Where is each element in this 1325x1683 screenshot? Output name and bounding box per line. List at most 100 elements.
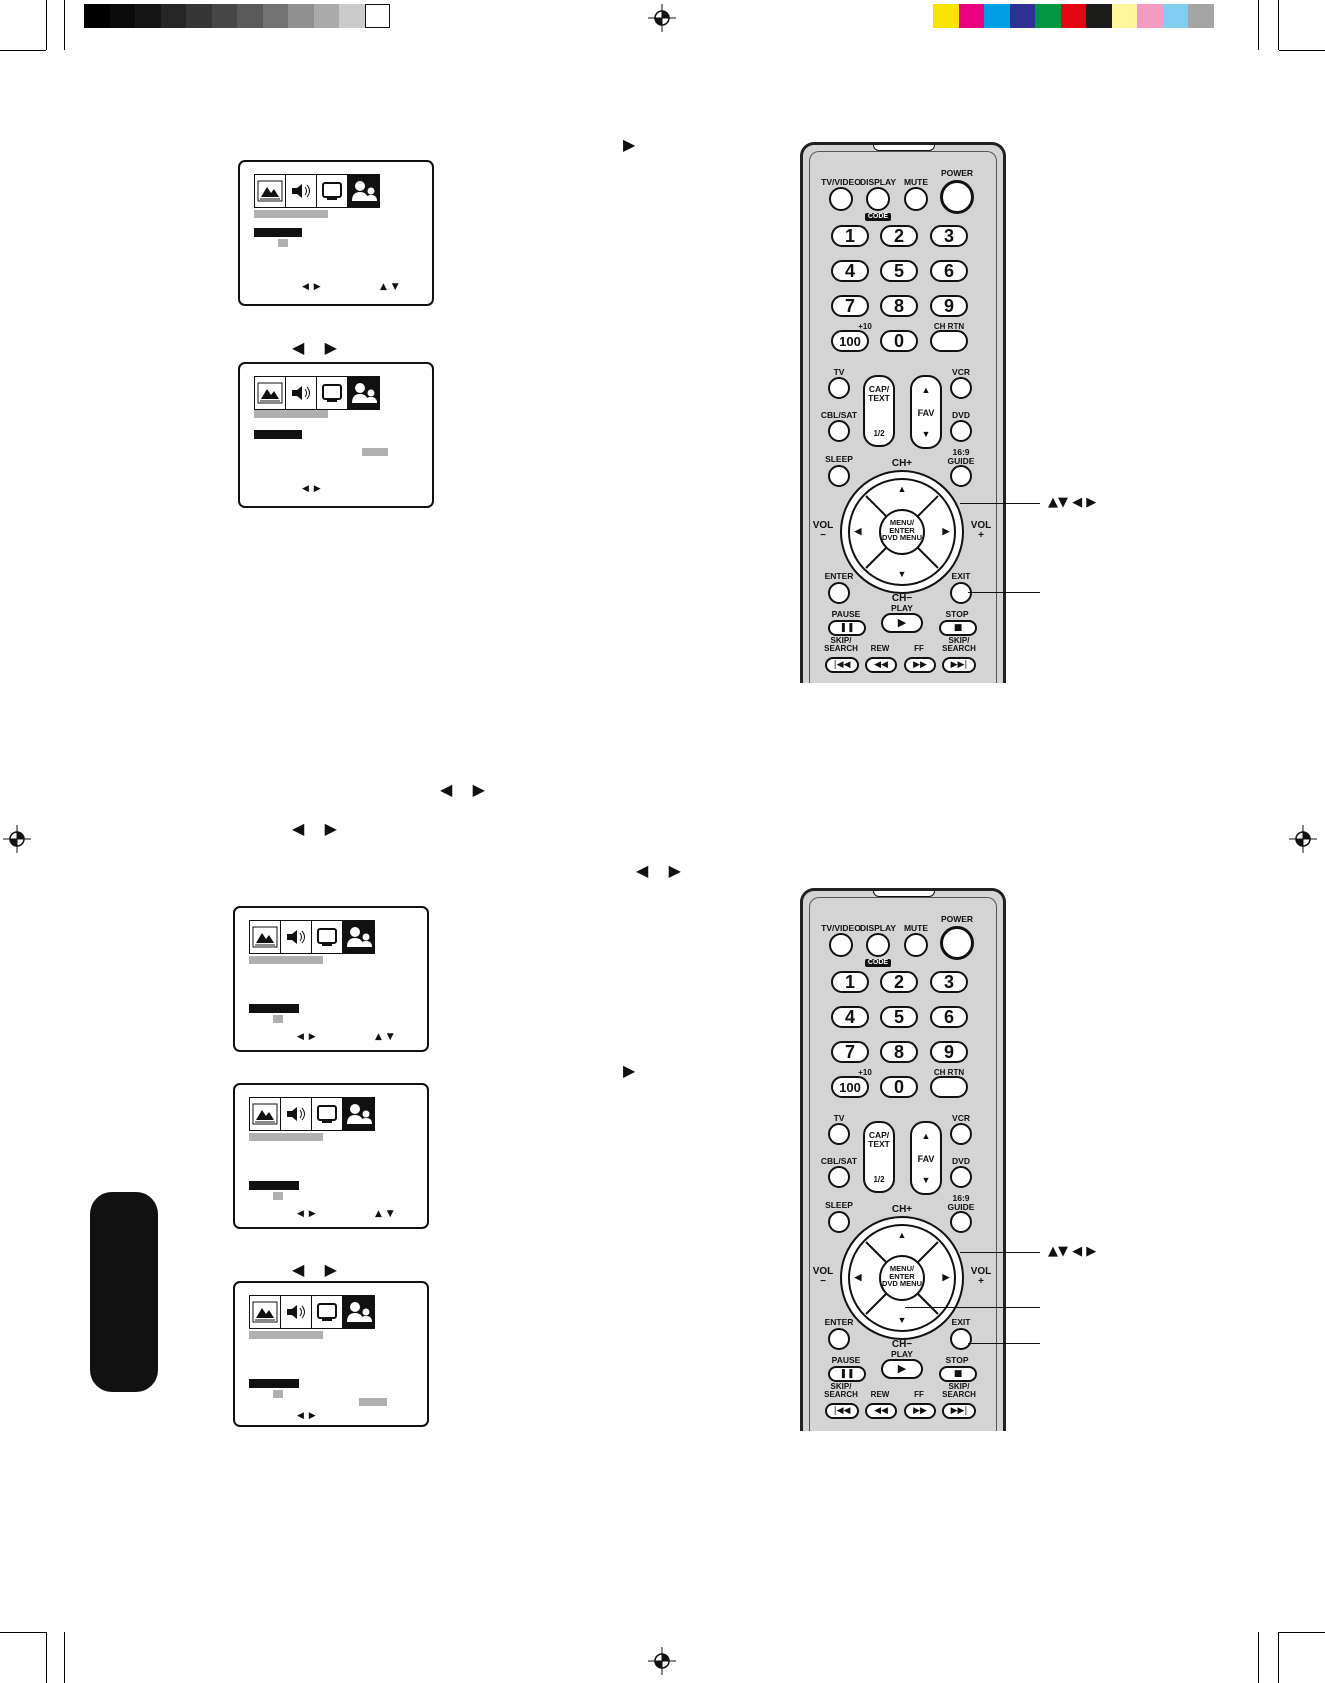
registration-mark xyxy=(3,825,31,853)
menu-enter-button[interactable] xyxy=(879,1255,925,1301)
ff-button[interactable]: ▶▶ xyxy=(904,1403,936,1419)
stop-button[interactable]: ■ xyxy=(939,620,977,636)
pause-button[interactable]: ❚❚ xyxy=(828,1366,866,1382)
right-arrow: ▶ xyxy=(623,135,636,154)
number-9-button[interactable]: 9 xyxy=(930,295,968,317)
number-6-button[interactable]: 6 xyxy=(930,260,968,282)
power-button[interactable] xyxy=(940,926,974,960)
audio-icon xyxy=(281,921,312,953)
number-100-button[interactable]: 100 xyxy=(831,1076,869,1098)
code-label: CODE xyxy=(865,959,891,967)
skip-back-button[interactable]: |◀◀ xyxy=(825,657,859,673)
fav-rocker[interactable] xyxy=(910,375,942,449)
color-swatch xyxy=(1111,4,1137,28)
number-5-button[interactable]: 5 xyxy=(880,260,918,282)
ch-rtn-button[interactable] xyxy=(930,330,968,352)
tv-button[interactable] xyxy=(828,377,850,399)
tv-video-button[interactable] xyxy=(829,933,853,957)
skip-forward-button[interactable]: ▶▶| xyxy=(942,657,976,673)
number-9-button[interactable]: 9 xyxy=(930,1041,968,1063)
ff-button[interactable]: ▶▶ xyxy=(904,657,936,673)
number-5-button[interactable]: 5 xyxy=(880,1006,918,1028)
pause-label: PAUSE xyxy=(831,609,861,619)
number-1-button[interactable]: 1 xyxy=(831,225,869,247)
number-8-button[interactable]: 8 xyxy=(880,1041,918,1063)
tv-video-button[interactable] xyxy=(829,187,853,211)
cbl-sat-label: CBL/SAT xyxy=(820,1156,858,1166)
cap-text-button[interactable] xyxy=(863,375,895,447)
exit-button[interactable] xyxy=(950,582,972,604)
code-label: CODE xyxy=(865,213,891,221)
sleep-label: SLEEP xyxy=(825,1200,853,1210)
fav-rocker[interactable] xyxy=(910,1121,942,1195)
cbl-sat-button[interactable] xyxy=(828,420,850,442)
number-3-button[interactable]: 3 xyxy=(930,971,968,993)
power-button[interactable] xyxy=(940,180,974,214)
fav-up-icon: ▲ xyxy=(921,385,931,395)
skip-search-left-label: SKIP/ SEARCH xyxy=(824,1382,858,1399)
enter-label: ENTER xyxy=(824,1317,854,1327)
menu-label: MENU/ ENTER DVD MENU xyxy=(881,518,923,542)
menu-icon-bar xyxy=(249,1295,375,1329)
number-2-button[interactable]: 2 xyxy=(880,225,918,247)
sleep-button[interactable] xyxy=(828,1211,850,1233)
mute-button[interactable] xyxy=(904,187,928,211)
guide-button[interactable] xyxy=(950,1211,972,1233)
crop-mark xyxy=(64,1632,65,1683)
color-swatch xyxy=(1086,4,1112,28)
vcr-button[interactable] xyxy=(950,377,972,399)
number-2-button[interactable]: 2 xyxy=(880,971,918,993)
color-swatch xyxy=(958,4,984,28)
number-8-button[interactable]: 8 xyxy=(880,295,918,317)
skip-forward-button[interactable]: ▶▶| xyxy=(942,1403,976,1419)
number-3-button[interactable]: 3 xyxy=(930,225,968,247)
vcr-label: VCR xyxy=(952,1113,970,1123)
ch-rtn-button[interactable] xyxy=(930,1076,968,1098)
number-100-button[interactable]: 100 xyxy=(831,330,869,352)
enter-button[interactable] xyxy=(828,582,850,604)
number-4-button[interactable]: 4 xyxy=(831,1006,869,1028)
mute-button[interactable] xyxy=(904,933,928,957)
number-4-button[interactable]: 4 xyxy=(831,260,869,282)
grey-swatch xyxy=(313,4,339,28)
tv-button[interactable] xyxy=(828,1123,850,1145)
number-7-button[interactable]: 7 xyxy=(831,295,869,317)
number-0-button[interactable]: 0 xyxy=(880,330,918,352)
display-button[interactable] xyxy=(866,187,890,211)
sleep-button[interactable] xyxy=(828,465,850,487)
number-6-button[interactable]: 6 xyxy=(930,1006,968,1028)
number-7-button[interactable]: 7 xyxy=(831,1041,869,1063)
exit-button[interactable] xyxy=(950,1328,972,1350)
number-0-button[interactable]: 0 xyxy=(880,1076,918,1098)
cbl-sat-button[interactable] xyxy=(828,1166,850,1188)
locks-icon xyxy=(343,921,374,953)
fav-up-icon: ▲ xyxy=(921,1131,931,1141)
skip-back-button[interactable]: |◀◀ xyxy=(825,1403,859,1419)
rew-button[interactable]: ◀◀ xyxy=(865,657,897,673)
vcr-button[interactable] xyxy=(950,1123,972,1145)
left-right-arrows: ◀ ▶ xyxy=(636,861,681,880)
play-button[interactable]: ▶ xyxy=(881,613,923,633)
pause-button[interactable]: ❚❚ xyxy=(828,620,866,636)
locks-icon xyxy=(343,1296,374,1328)
dvd-button[interactable] xyxy=(950,1166,972,1188)
play-button[interactable]: ▶ xyxy=(881,1359,923,1379)
dvd-button[interactable] xyxy=(950,420,972,442)
skip-search-right-label: SKIP/ SEARCH xyxy=(942,636,976,653)
arrow-keys-callout: ▲▼ ◀ ▶ xyxy=(1048,1244,1097,1259)
label-tvvideo: TV/VIDEO xyxy=(821,923,861,933)
color-swatch xyxy=(1009,4,1035,28)
leader-line xyxy=(968,592,1040,593)
menu-enter-button[interactable] xyxy=(879,509,925,555)
stop-button[interactable]: ■ xyxy=(939,1366,977,1382)
enter-button[interactable] xyxy=(828,1328,850,1350)
menu-label: MENU/ ENTER DVD MENU xyxy=(881,1264,923,1288)
exit-label: EXIT xyxy=(951,1317,971,1327)
menu-icon-bar xyxy=(254,376,380,410)
display-button[interactable] xyxy=(866,933,890,957)
number-1-button[interactable]: 1 xyxy=(831,971,869,993)
guide-button[interactable] xyxy=(950,465,972,487)
left-arrow-icon: ◀ xyxy=(854,526,862,536)
rew-button[interactable]: ◀◀ xyxy=(865,1403,897,1419)
cap-text-button[interactable] xyxy=(863,1121,895,1193)
